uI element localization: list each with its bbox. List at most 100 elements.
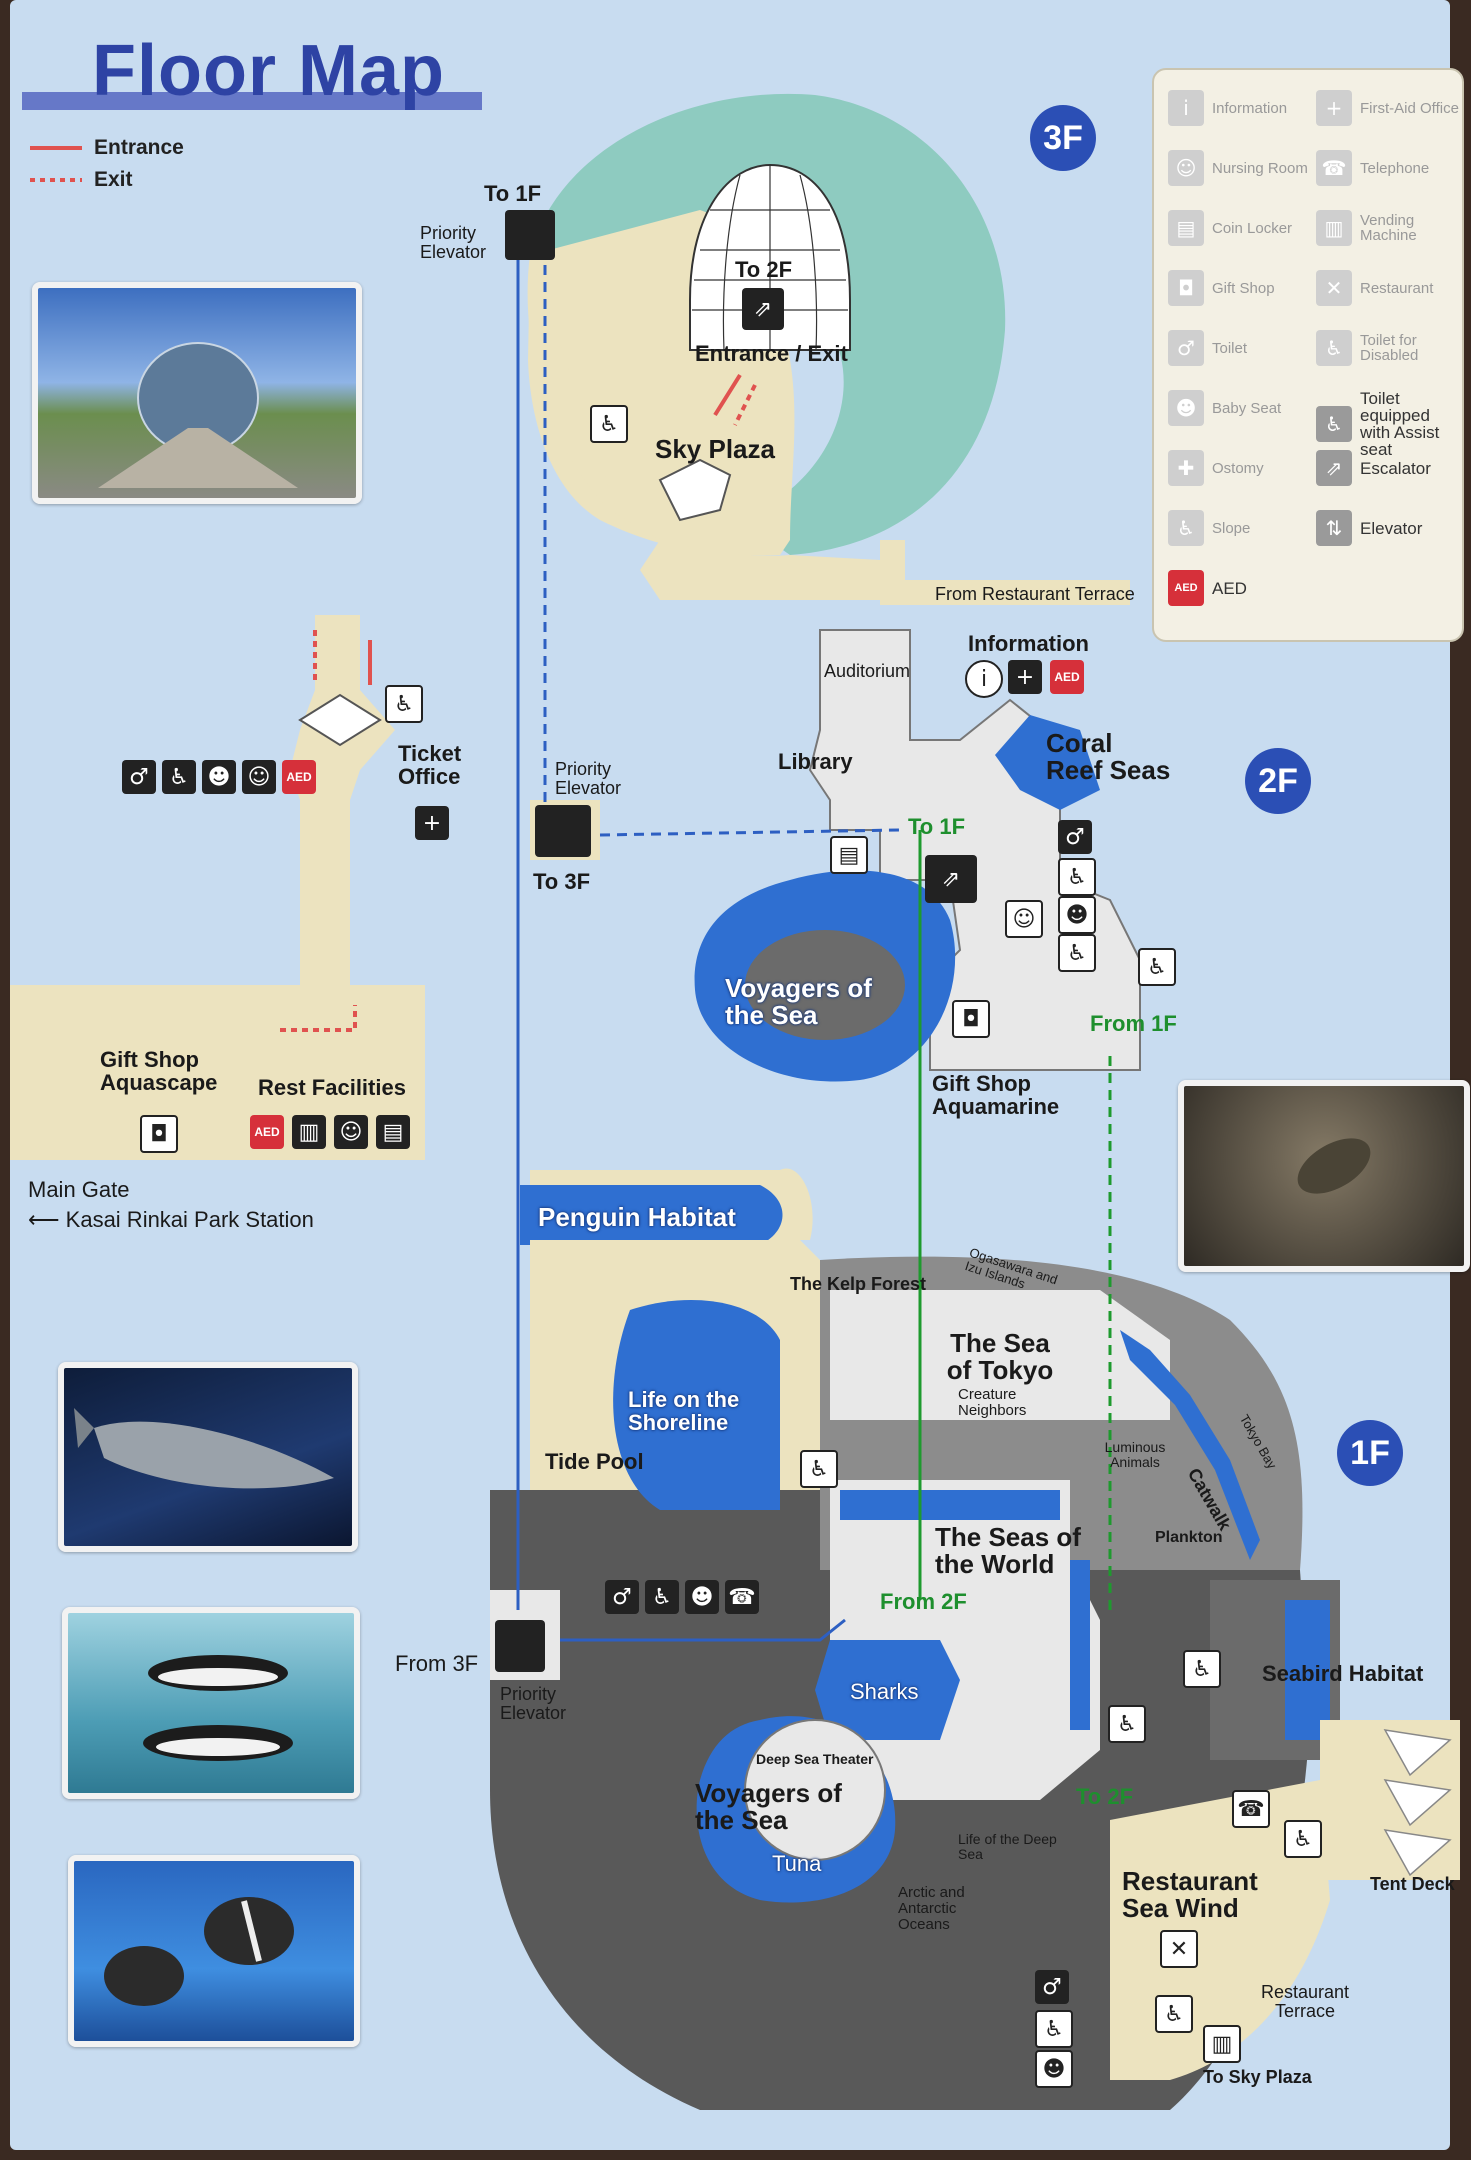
coin-locker-icon-rest: ▤ [376,1115,410,1149]
legend-assist-seat-toilet: ♿Toilet equipped with Assist seat [1316,390,1460,458]
assist-seat-icon-2f: ♿ [1058,934,1096,972]
label-gift-shop-aquascape: Gift Shop Aquascape [100,1047,218,1096]
slope-icon-1f-d: ♿ [1284,1820,1322,1858]
sharks-water [815,1640,960,1740]
entrance-walkway [290,615,395,990]
aed-icon-rest: AED [250,1115,284,1149]
nursing-room-icon-rest: ☺ [334,1115,368,1149]
toilet-icon-1f: ♂ [605,1580,639,1614]
slope-icon-1f-c: ♿ [1108,1705,1146,1743]
vending-machine-icon-1f: ▥ [1203,2025,1241,2063]
disabled-toilet-icon-2f: ♿ [1058,858,1096,896]
route-1f-elevator-link [560,1618,846,1642]
vending-machine-icon: ▥ [1316,210,1352,246]
label-3f-to-2f: To 2F [735,257,793,282]
baby-seat-icon-entrance: ☻ [202,760,236,794]
accessible-slope-icon-3f: ♿ [590,405,628,443]
key-entrance: Entrance [30,136,184,160]
legend-label: Coin Locker [1212,219,1293,237]
slope-icon-1f-a: ♿ [800,1450,838,1488]
telephone-icon-1f: ☎ [725,1580,759,1614]
mudskipper-photo-icon [1297,1138,1371,1194]
legend-label: First-Aid Office [1360,99,1459,117]
label-1f-priority-elevator: Priority Elevator [500,1684,567,1723]
label-gift-shop-aquamarine: Gift Shop Aquamarine [932,1071,1060,1120]
label-to-sky-plaza: To Sky Plaza [1203,2067,1312,2087]
legend-toilet: ♂ Toilet [1168,330,1247,366]
catwalk-blue-tanks [1120,1330,1260,1560]
aed-icon: AED [1168,570,1204,606]
tent-deck-tents [1383,1729,1452,1877]
label-plankton: Plankton [1155,1529,1223,1546]
legend-label: AED [1212,578,1247,598]
legend-label: Elevator [1360,518,1423,538]
key-exit-label: Exit [94,168,133,191]
sky-plaza-left-floor [527,255,880,600]
label-1f-from-3f: From 3F [395,1651,479,1676]
label-station: Kasai Rinkai Park Station [65,1207,314,1232]
label-ticket-office: Ticket Office [398,741,462,790]
label-tide-pool: Tide Pool [545,1449,644,1474]
coin-locker-icon-2f: ▤ [830,836,868,874]
legend-telephone: ☎Telephone [1316,150,1429,186]
legend-baby-seat: ☻Baby Seat [1168,390,1281,426]
gift-shop-icon: ◘ [1168,270,1204,306]
label-1f-voyagers: Voyagers of the Sea [695,1778,842,1836]
label-life-shoreline: Life on the Shoreline [628,1387,740,1436]
legend-elevator: ⇅Elevator [1316,510,1422,546]
label-deep-sea-theater: Deep Sea Theater [756,1751,874,1767]
floor-badge-3f: 3F [1030,105,1096,171]
key-exit: Exit [30,168,133,192]
legend-label: Information [1212,99,1288,117]
baby-seat-icon-1f: ☻ [685,1580,719,1614]
baby-seat-icon: ☻ [1168,390,1204,426]
toilet-icon-entrance: ♂ [122,760,156,794]
legend-label: Toilet equipped with Assist seat [1360,389,1440,459]
legend-label: Gift Shop [1212,279,1275,297]
toilet-icon-2f: ♂ [1058,820,1092,854]
label-3f-priority-elevator: Priority Elevator [420,223,487,262]
legend-label: Vending Machine [1360,212,1417,244]
label-sea-of-tokyo: The Sea of Tokyo [946,1328,1054,1386]
photo-butterflyfish [68,1855,360,2047]
label-restaurant-sea-wind: Restaurant Sea Wind [1122,1866,1258,1924]
left-arrow-icon: ⟵ [28,1207,66,1232]
label-auditorium: Auditorium [824,661,911,681]
legend-disabled-toilet: ♿Toilet for Disabled [1316,330,1460,366]
information-icon: i [965,660,1003,698]
first-aid-icon: + [1316,90,1352,126]
shoreline-water [613,1300,780,1510]
toilet-icon-1f-b: ♂ [1035,1970,1069,2004]
disabled-toilet-icon-1f-b: ♿ [1035,2010,1073,2048]
label-sharks: Sharks [850,1679,919,1704]
label-from-restaurant-terrace: From Restaurant Terrace [935,584,1135,604]
page-title: Floor Map [92,31,445,111]
aed-icon-2f: AED [1050,660,1084,694]
nursing-room-icon-2f: ☺ [1005,900,1043,938]
legend-vending-machine: ▥Vending Machine [1316,210,1460,246]
label-library: Library [778,749,853,774]
label-2f-to-1f: To 1F [908,814,966,839]
key-entrance-label: Entrance [94,136,184,159]
floor-3f-area [527,93,1130,605]
information-icon: i [1168,90,1204,126]
label-restaurant-terrace: Restaurant Terrace [1260,1982,1350,2021]
baby-seat-icon-2f: ☻ [1058,896,1096,934]
escalator-icon: ⇗ [1316,450,1352,486]
sky-plaza-teal-water [530,93,1006,555]
label-1f-to-2f: To 2F [1076,1784,1134,1809]
assist-seat-toilet-icon: ♿ [1316,406,1352,442]
legend-label: Ostomy [1212,459,1264,477]
gift-shop-icon-2f: ◘ [952,1000,990,1038]
nursing-room-icon-entrance: ☺ [242,760,276,794]
facility-legend [1152,68,1464,642]
legend-nursing-room: ☺Nursing Room [1168,150,1308,186]
toilet-icon: ♂ [1168,330,1204,366]
legend-label: Toilet [1212,339,1248,357]
legend-label: Telephone [1360,159,1430,177]
entrance-line-icon [30,146,82,150]
label-arctic: Arctic and Antarctic Oceans [898,1884,965,1933]
red-exit-arrow-3f [733,384,757,426]
label-2f-from-1f: From 1F [1090,1011,1177,1036]
sea-of-tokyo-floor [830,1290,1170,1420]
